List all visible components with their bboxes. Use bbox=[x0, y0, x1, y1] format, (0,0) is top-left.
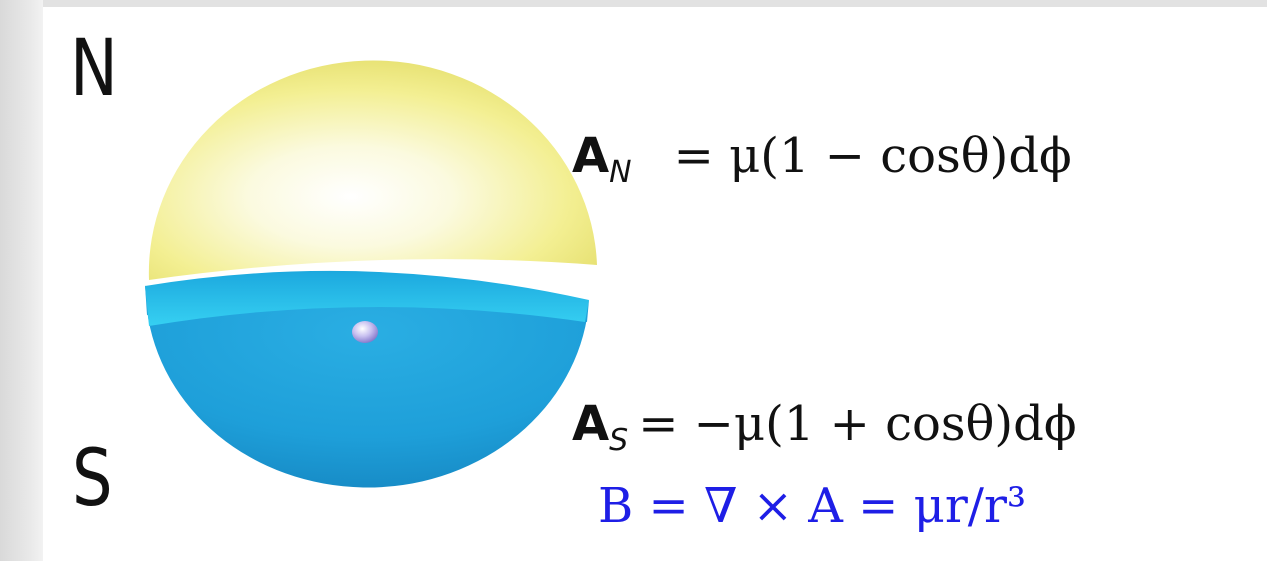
monopole-sphere-diagram bbox=[145, 60, 597, 488]
north-potential-rhs: = μ(1 − cosθ)dϕ bbox=[673, 128, 1072, 184]
north-potential-symbol: A bbox=[572, 128, 610, 184]
south-potential-symbol: A bbox=[572, 396, 610, 452]
north-potential-equation: AN= μ(1 − cosθ)dϕ bbox=[572, 132, 1072, 188]
south-potential-rhs: = −μ(1 + cosθ)dϕ bbox=[638, 396, 1077, 452]
south-potential-equation: AS= −μ(1 + cosθ)dϕ bbox=[572, 400, 1077, 456]
north-pole-label: N bbox=[70, 24, 118, 114]
frame-left-border bbox=[0, 0, 43, 561]
frame-top-border bbox=[0, 0, 1267, 7]
south-potential-subscript: S bbox=[609, 423, 629, 458]
south-hemisphere-body bbox=[147, 294, 587, 488]
north-hemisphere bbox=[148, 60, 597, 281]
south-pole-label: S bbox=[72, 434, 113, 524]
magnetic-field-equation: B = ∇ × A = μr/r³ bbox=[598, 478, 1027, 534]
monopole-point bbox=[352, 321, 378, 343]
equatorial-band bbox=[145, 270, 589, 326]
north-potential-subscript: N bbox=[609, 155, 632, 190]
